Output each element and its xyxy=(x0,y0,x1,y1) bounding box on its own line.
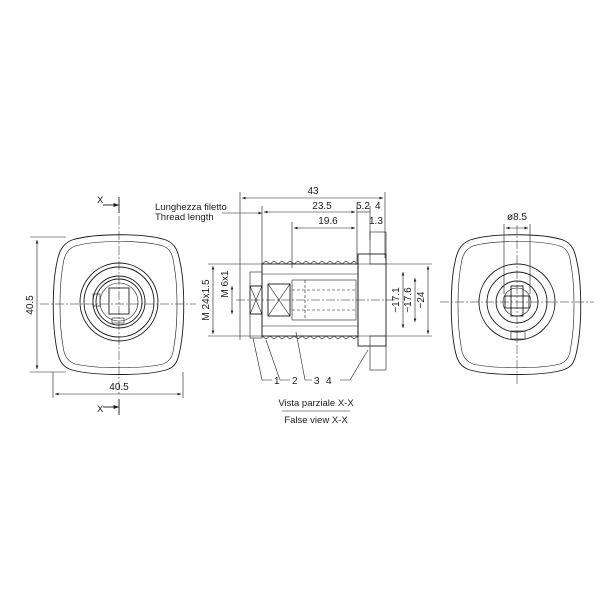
front-view: X X 40.5 40.5 xyxy=(25,195,196,415)
leader-2 xyxy=(265,339,290,381)
rear-notch xyxy=(510,330,526,340)
dim-diam-24-label: ~24 xyxy=(416,291,427,308)
dim-inner-thread-label: M 6x1 xyxy=(220,270,231,298)
dim-outer-thread-label: M 24x1.5 xyxy=(201,279,212,321)
rear-ring-3 xyxy=(495,280,539,324)
front-outer-body xyxy=(52,234,185,375)
section-marker-bottom: X xyxy=(97,404,104,415)
thread-top xyxy=(261,260,359,265)
dim-total-label: 43 xyxy=(307,186,319,197)
dim-diam-17-label: ~17.1 xyxy=(391,287,402,313)
section-view: Lunghezza filetto Thread length 43 23.5 … xyxy=(155,186,432,426)
leader-3 xyxy=(295,331,312,381)
leader-1 xyxy=(252,337,272,381)
dim-thread-label: 23.5 xyxy=(312,201,332,212)
part-1-label: 1 xyxy=(274,376,280,387)
front-width-label: 40.5 xyxy=(109,382,129,393)
part-4-label: 4 xyxy=(326,376,332,387)
rear-cam-bar xyxy=(504,295,530,309)
collar-hatch-top xyxy=(369,231,387,265)
dim-small-label: 1.3 xyxy=(369,216,383,227)
collar-hatch-bottom xyxy=(369,335,387,371)
rear-cam-slot xyxy=(510,285,524,317)
part-3-label: 3 xyxy=(314,376,320,387)
dim-inner-label: 19.6 xyxy=(318,216,338,227)
rear-outer-body xyxy=(450,234,582,375)
front-notch-bottom xyxy=(111,317,125,324)
dim-collar-a-label: 5.2 xyxy=(356,201,370,212)
front-keyway xyxy=(108,287,130,315)
thread-label-en: Thread length xyxy=(155,212,214,223)
front-ring-outer xyxy=(79,262,159,342)
leader-4 xyxy=(340,349,369,381)
rear-hole-label: ø8.5 xyxy=(507,212,527,223)
rear-ring-2 xyxy=(486,271,548,333)
thread-label-it: Lunghezza filetto xyxy=(155,202,227,213)
nut-hatch-bottom xyxy=(249,313,263,339)
caption-en: False view X-X xyxy=(284,415,348,426)
rear-view: ø8.5 xyxy=(440,212,594,385)
rear-inner-body xyxy=(457,241,575,369)
section-marker-top: X xyxy=(97,195,104,206)
dim-collar-b-label: 4 xyxy=(375,201,381,212)
caption-it: Vista parziale X-X xyxy=(278,398,354,409)
front-ring-4 xyxy=(95,278,143,326)
thread-bottom xyxy=(261,335,359,340)
front-inner-body xyxy=(59,241,178,369)
front-notch-left xyxy=(92,293,101,307)
rear-ring-outer xyxy=(478,263,556,341)
part-2-label: 2 xyxy=(292,376,298,387)
dim-diam-17b-label: ~17.6 xyxy=(403,287,414,313)
front-height-label: 40.5 xyxy=(25,295,36,315)
nut-hatch-top xyxy=(249,271,263,287)
front-ring-2 xyxy=(83,266,155,338)
